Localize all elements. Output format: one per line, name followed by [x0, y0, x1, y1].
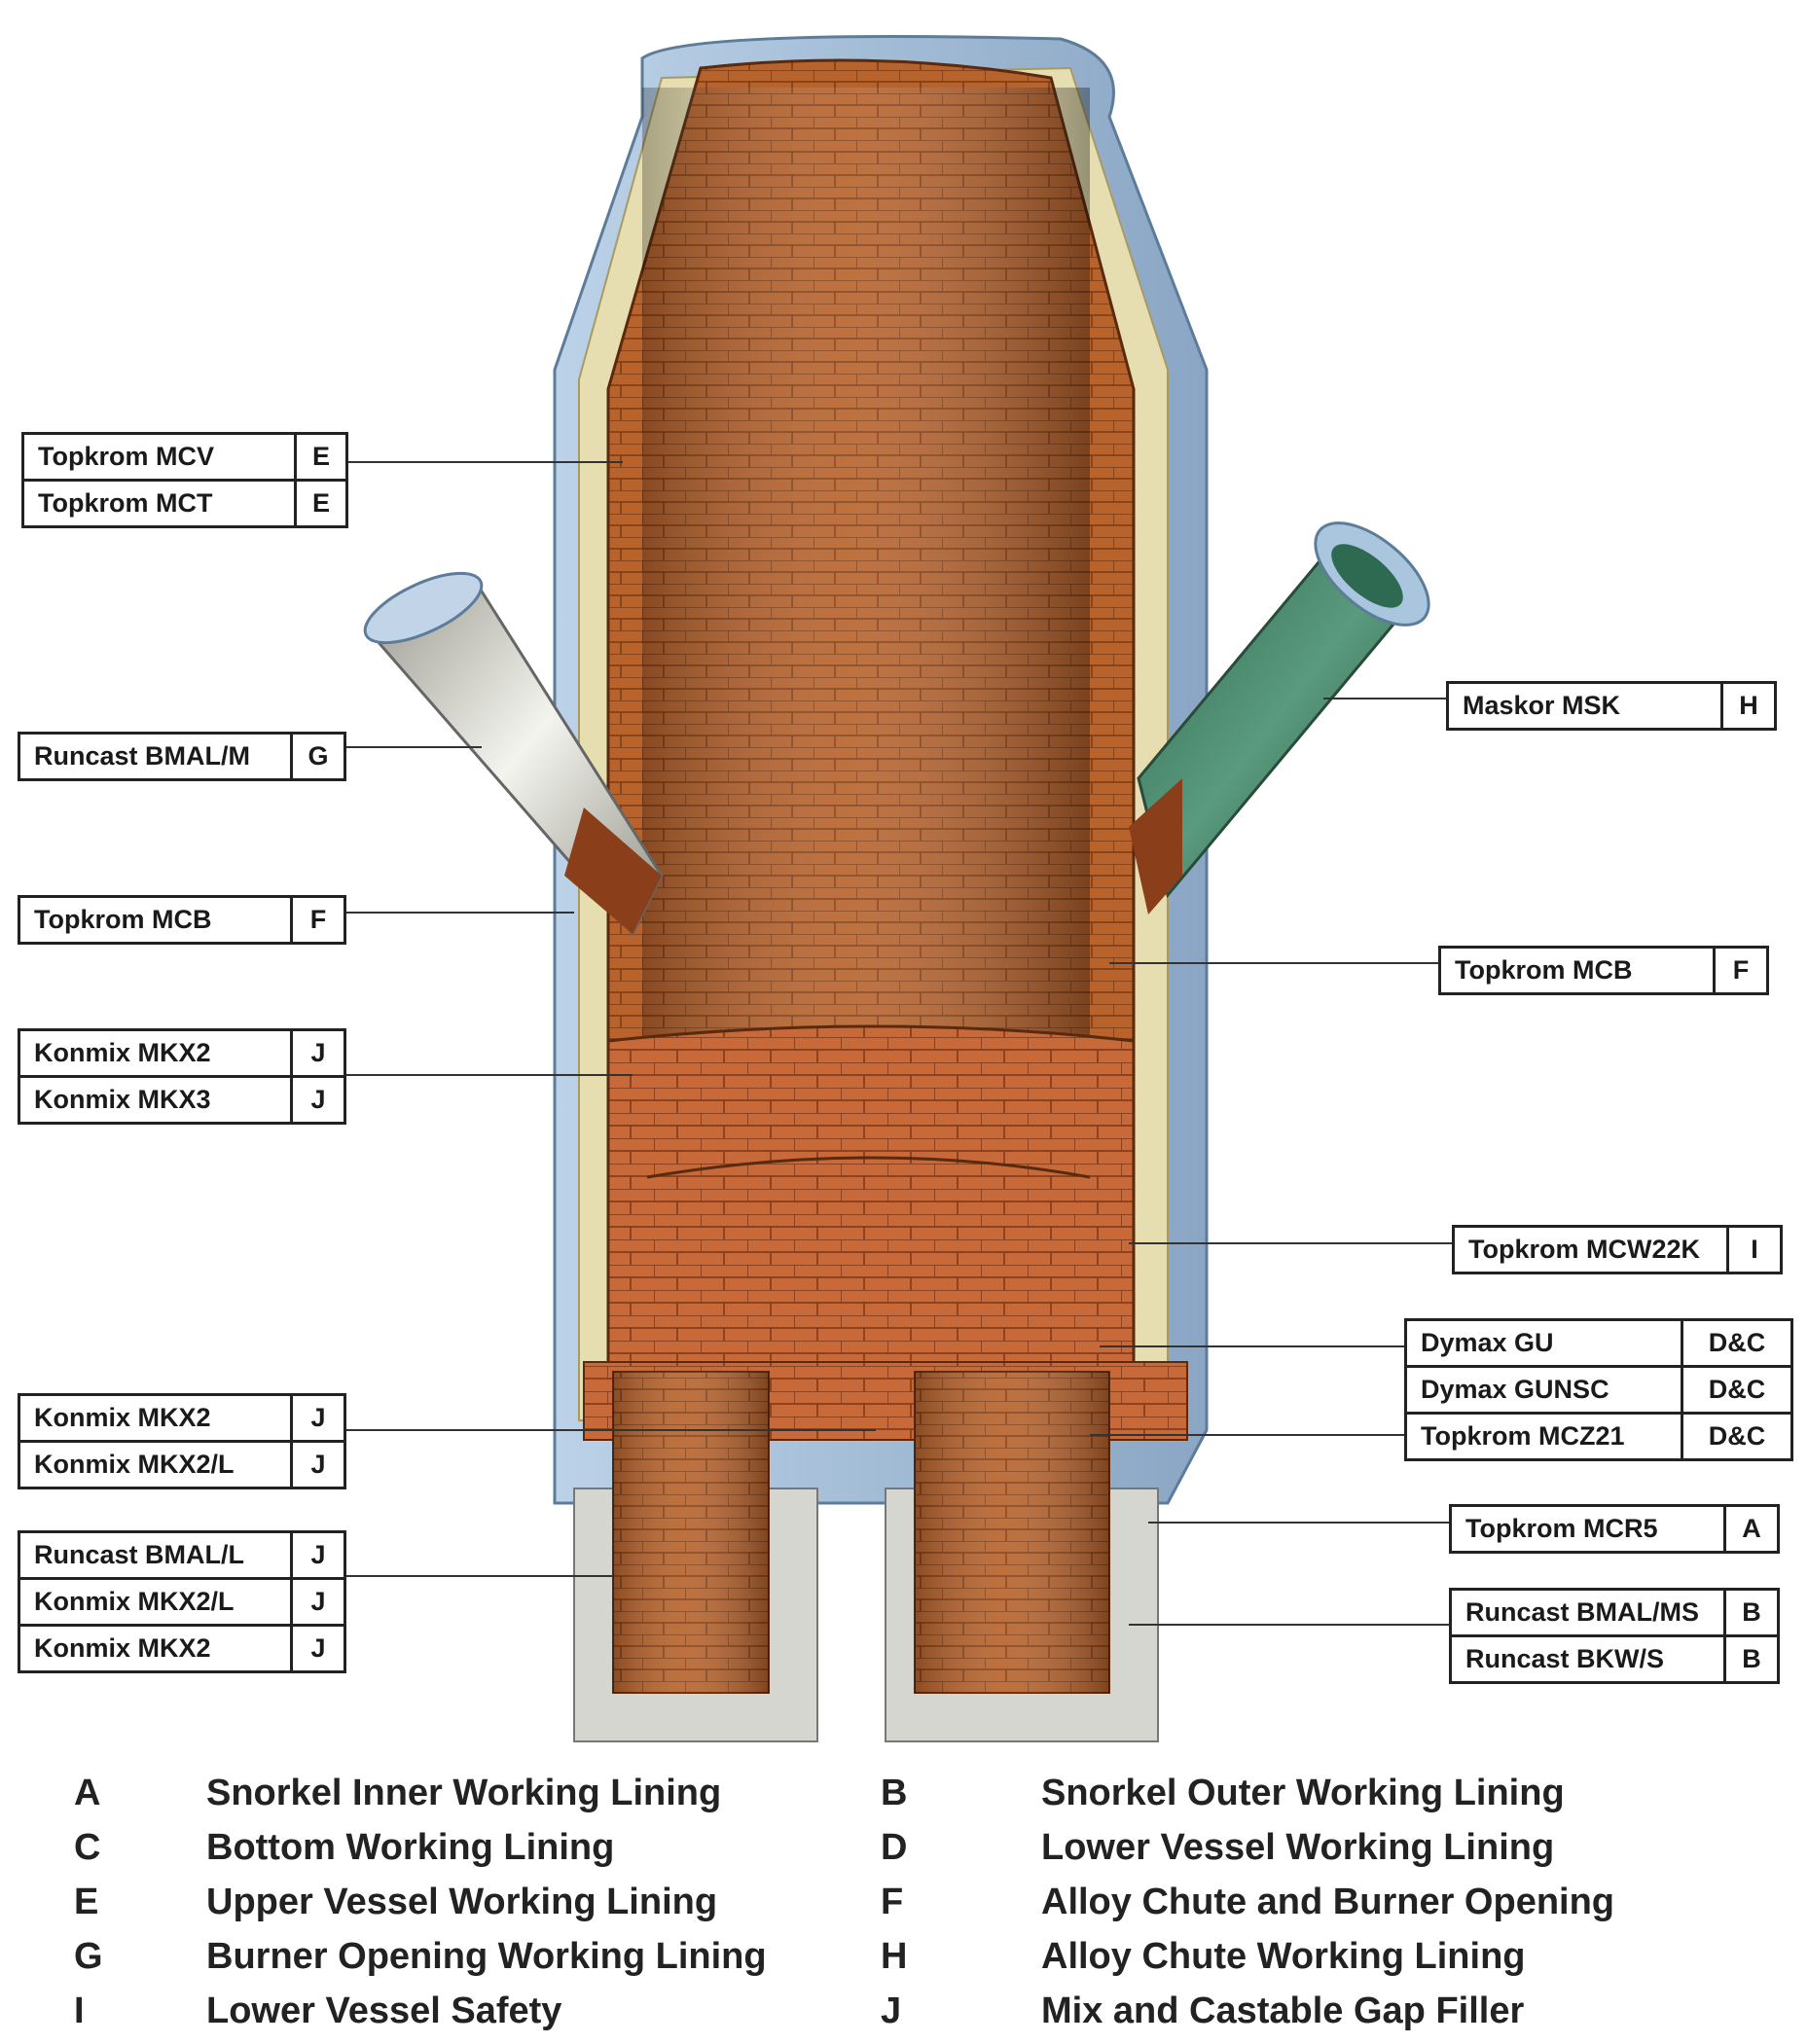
- callout-material: Topkrom MCB: [1455, 955, 1633, 985]
- callout-code: J: [290, 1533, 344, 1577]
- legend-text: Alloy Chute and Burner Opening: [1041, 1882, 1615, 1922]
- callout-code: H: [1720, 684, 1774, 728]
- legend-text: Bottom Working Lining: [206, 1827, 615, 1868]
- callout-material: Dymax GU: [1421, 1328, 1554, 1357]
- legend-text: Lower Vessel Safety: [206, 1990, 562, 2031]
- callout-material: Runcast BKW/S: [1465, 1644, 1665, 1673]
- callout-lower-vessel-safety: Topkrom MCW22K I: [1452, 1225, 1783, 1274]
- callout-snorkel-outer: Runcast BMAL/MS B Runcast BKW/S B: [1449, 1588, 1780, 1684]
- callout-material: Konmix MKX2: [34, 1038, 211, 1067]
- callout-material: Topkrom MCW22K: [1468, 1235, 1701, 1264]
- legend-letter: F: [881, 1882, 904, 1922]
- callout-code: J: [290, 1443, 344, 1487]
- callout-material: Dymax GUNSC: [1421, 1375, 1609, 1404]
- callout-material: Runcast BMAL/M: [34, 741, 250, 771]
- callout-material: Topkrom MCZ21: [1421, 1421, 1625, 1451]
- legend-letter: C: [74, 1827, 101, 1868]
- callout-material: Konmix MKX2/L: [34, 1587, 235, 1616]
- legend-text: Snorkel Inner Working Lining: [206, 1773, 722, 1813]
- callout-code: J: [290, 1078, 344, 1122]
- legend: A Snorkel Inner Working Lining B Snorkel…: [0, 1766, 1808, 2038]
- callout-code: B: [1723, 1637, 1777, 1681]
- callout-code: I: [1726, 1228, 1780, 1272]
- legend-text: Burner Opening Working Lining: [206, 1936, 767, 1977]
- callout-code: J: [290, 1627, 344, 1670]
- callout-code: B: [1723, 1591, 1777, 1634]
- callout-code: D&C: [1681, 1321, 1790, 1365]
- leader-lines: [343, 461, 1452, 1626]
- legend-letter: B: [881, 1773, 908, 1813]
- callout-code: J: [290, 1580, 344, 1624]
- callout-code: G: [290, 735, 344, 778]
- callout-code: E: [294, 482, 345, 525]
- legend-text: Upper Vessel Working Lining: [206, 1882, 718, 1922]
- callout-material: Topkrom MCR5: [1465, 1514, 1658, 1543]
- legend-letter: D: [881, 1827, 908, 1868]
- callout-snorkel-inner: Topkrom MCR5 A: [1449, 1504, 1780, 1554]
- callout-material: Topkrom MCB: [34, 905, 212, 934]
- callout-code: D&C: [1681, 1368, 1790, 1412]
- callout-code: A: [1723, 1507, 1777, 1551]
- legend-text: Alloy Chute Working Lining: [1041, 1936, 1526, 1977]
- legend-letter: J: [881, 1990, 902, 2031]
- callout-lower-vessel: Dymax GU D&C Dymax GUNSC D&C Topkrom MCZ21…: [1404, 1318, 1793, 1461]
- callout-material: Konmix MKX2: [34, 1403, 211, 1432]
- legend-letter: E: [74, 1882, 99, 1922]
- callout-right-chute-opening: Topkrom MCB F: [1438, 946, 1769, 995]
- callout-material: Konmix MKX2/L: [34, 1450, 235, 1479]
- legend-letter: I: [74, 1990, 85, 2031]
- callout-material: Maskor MSK: [1463, 691, 1621, 720]
- legend-text: Mix and Castable Gap Filler: [1041, 1990, 1525, 2031]
- callout-material: Konmix MKX3: [34, 1085, 211, 1114]
- callout-material: Topkrom MCT: [38, 488, 213, 518]
- callout-upper-vessel-left: Topkrom MCV E Topkrom MCT E: [21, 432, 348, 528]
- callout-material: Topkrom MCV: [38, 442, 214, 471]
- legend-letter: A: [74, 1773, 101, 1813]
- callout-material: Runcast BMAL/MS: [1465, 1597, 1700, 1627]
- callout-material: Konmix MKX2: [34, 1633, 211, 1663]
- callout-code: E: [294, 435, 345, 479]
- callout-burner-opening: Runcast BMAL/M G: [18, 732, 346, 781]
- callout-alloy-chute: Maskor MSK H: [1446, 681, 1777, 731]
- legend-letter: H: [881, 1936, 908, 1977]
- callout-code: F: [1713, 949, 1766, 992]
- legend-letter: G: [74, 1936, 103, 1977]
- callout-code: F: [290, 898, 344, 942]
- callout-material: Runcast BMAL/L: [34, 1540, 244, 1569]
- callout-code: J: [290, 1031, 344, 1075]
- callout-left-snorkel: Runcast BMAL/L J Konmix MKX2/L J Konmix MK…: [18, 1530, 346, 1673]
- legend-text: Snorkel Outer Working Lining: [1041, 1773, 1565, 1813]
- lower-vessel-lining: [606, 1024, 1136, 1383]
- callout-code: D&C: [1681, 1415, 1790, 1458]
- legend-text: Lower Vessel Working Lining: [1041, 1827, 1555, 1868]
- callout-code: J: [290, 1396, 344, 1440]
- callout-left-chute-opening: Topkrom MCB F: [18, 895, 346, 945]
